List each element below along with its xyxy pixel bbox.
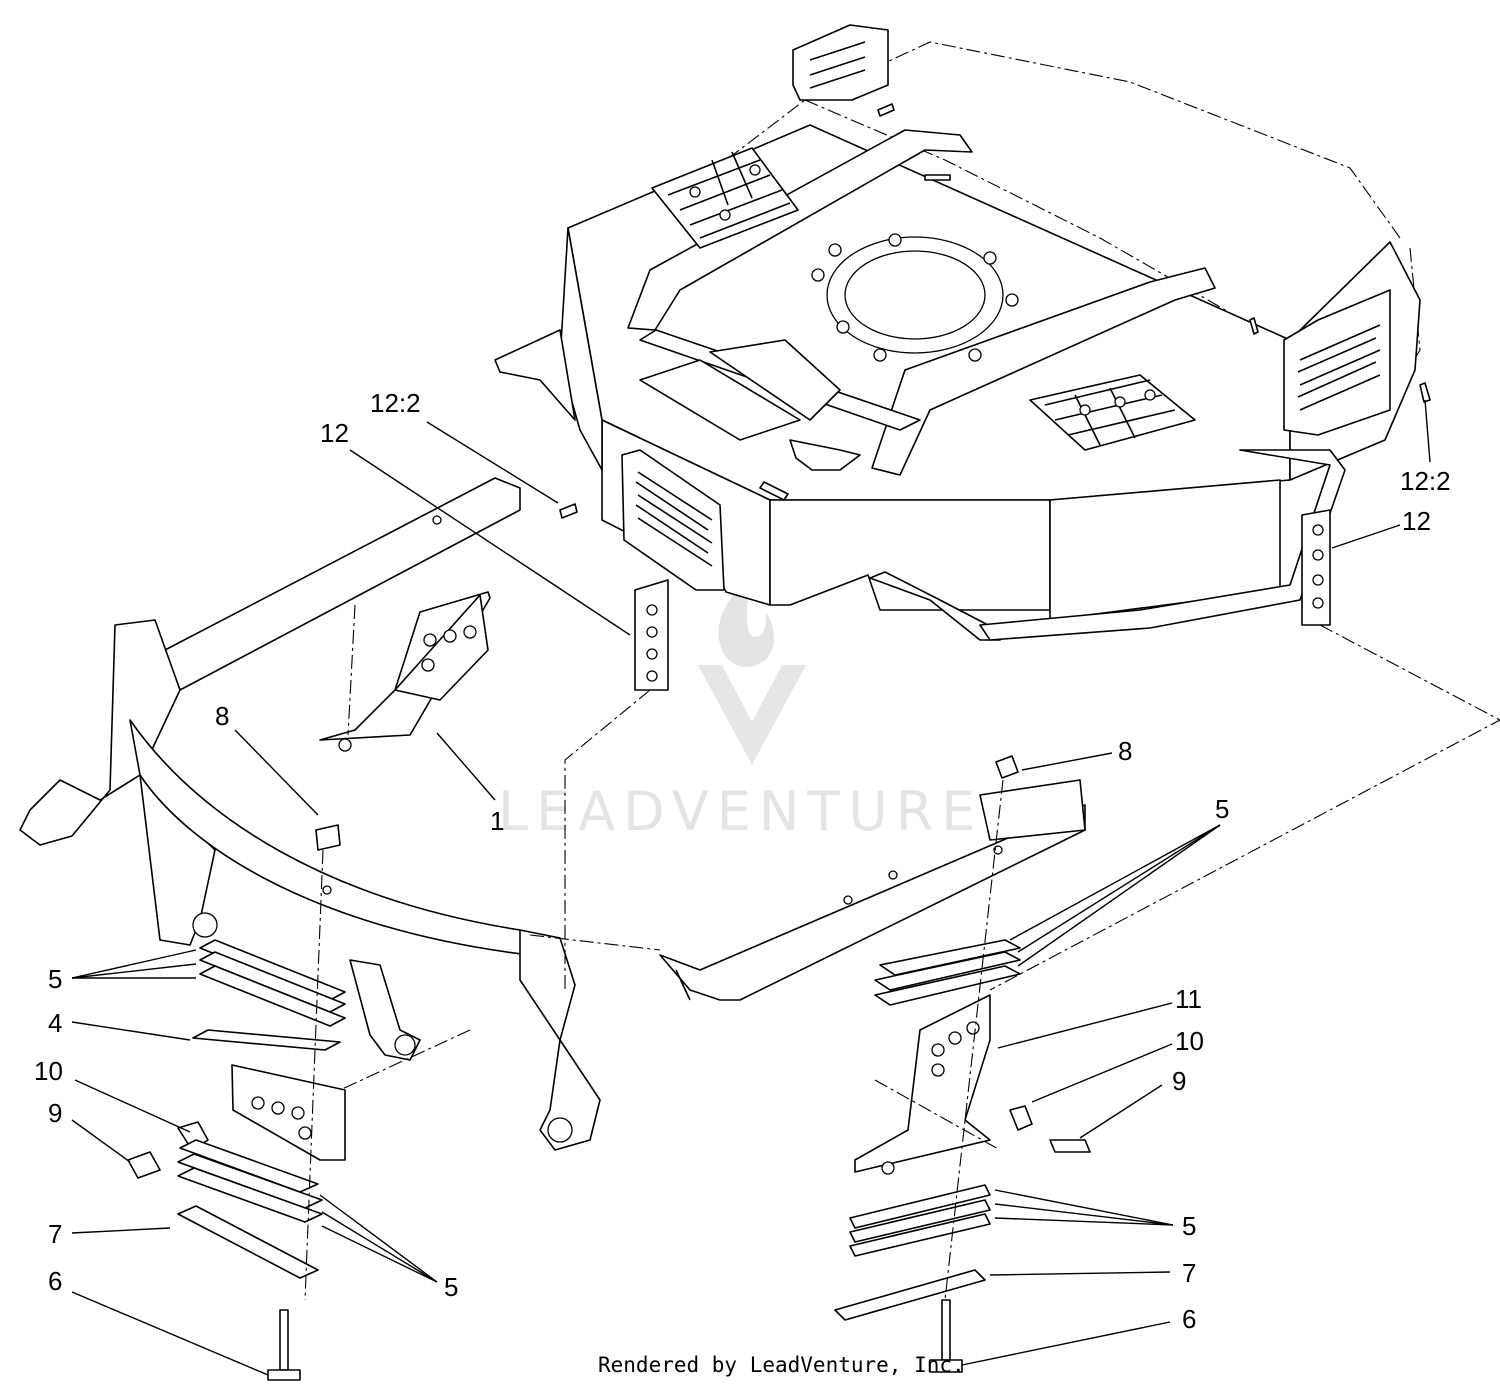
height-adjust-bracket-left xyxy=(621,449,725,591)
hardware-stack-left xyxy=(127,824,346,1381)
callout-5-lower-left: 5 xyxy=(444,1272,458,1302)
callout-5-upper-right: 5 xyxy=(1215,794,1229,824)
watermark-text: LEADVENTURE xyxy=(498,780,983,843)
callout-12-2-left: 12:2 xyxy=(370,388,421,418)
watermark-v-icon xyxy=(698,665,806,765)
callout-7-right: 7 xyxy=(1182,1258,1196,1288)
callout-labels: 12:2 12 12:2 12 8 1 8 5 11 10 9 5 7 6 5 … xyxy=(34,388,1451,1334)
leader-lines xyxy=(71,399,1431,1376)
callout-12-right: 12 xyxy=(1402,506,1431,536)
callout-10-left: 10 xyxy=(34,1056,63,1086)
callout-6-right: 6 xyxy=(1182,1304,1196,1334)
render-credit: Rendered by LeadVenture, Inc. xyxy=(598,1353,965,1377)
callout-11: 11 xyxy=(1175,984,1202,1014)
callout-7-left: 7 xyxy=(48,1219,62,1249)
callout-12-left: 12 xyxy=(320,418,349,448)
warning-decal-right xyxy=(1029,374,1196,451)
callout-6-left: 6 xyxy=(48,1266,62,1296)
mounting-frame xyxy=(19,477,1086,1151)
height-adjust-bracket-right xyxy=(1283,289,1391,436)
callout-8-right: 8 xyxy=(1118,736,1132,766)
callout-12-2-right: 12:2 xyxy=(1400,466,1451,496)
callout-9-right: 9 xyxy=(1172,1066,1186,1096)
callout-5-upper-left: 5 xyxy=(48,964,62,994)
watermark-flame-icon xyxy=(718,580,775,667)
callout-1: 1 xyxy=(490,806,504,836)
callout-10-right: 10 xyxy=(1175,1026,1204,1056)
warning-decal-left xyxy=(651,147,799,249)
spacer-block-left xyxy=(634,579,669,691)
watermark: LEADVENTURE xyxy=(498,580,983,843)
callout-5-lower-right: 5 xyxy=(1182,1211,1196,1241)
spacer-block-right xyxy=(1301,509,1331,626)
gauge-bracket-1 xyxy=(319,591,491,752)
callout-9-left: 9 xyxy=(48,1098,62,1128)
mower-deck xyxy=(494,24,1431,641)
hardware-stack-right xyxy=(834,755,1091,1373)
callout-8-left: 8 xyxy=(215,701,229,731)
callout-4: 4 xyxy=(48,1008,62,1038)
